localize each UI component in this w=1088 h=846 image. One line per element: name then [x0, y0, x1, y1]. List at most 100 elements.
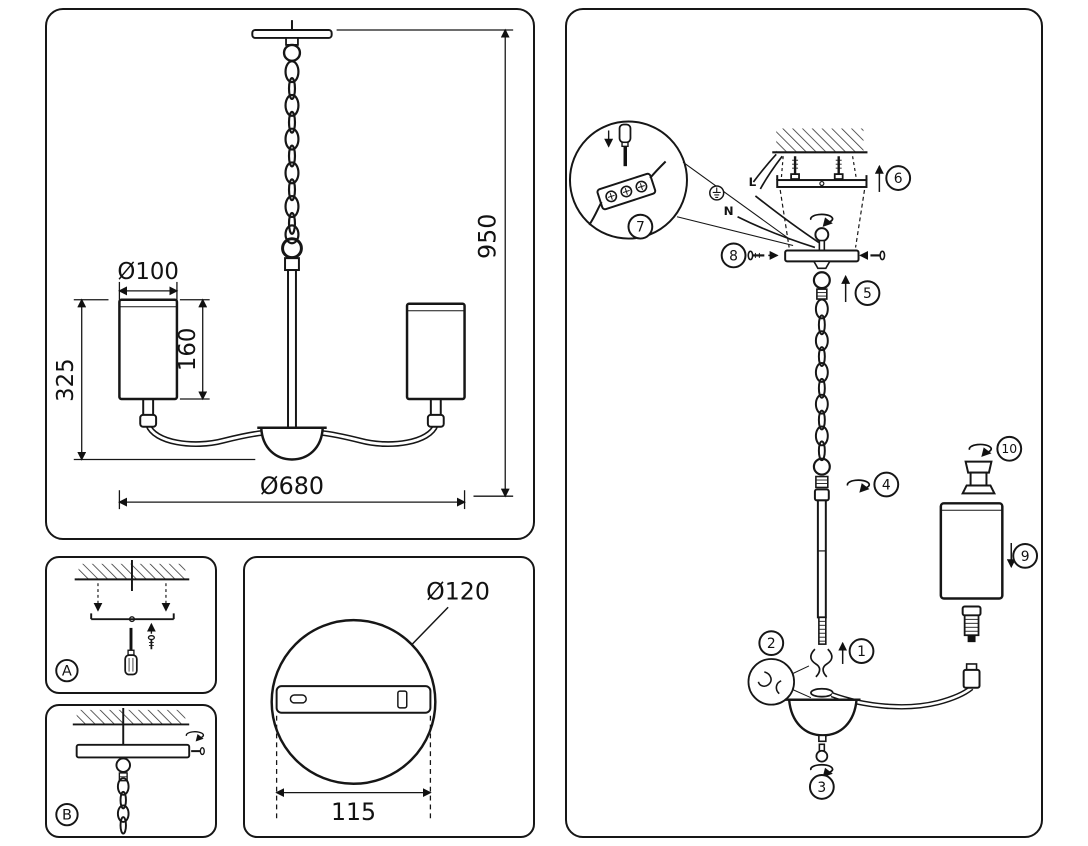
detail-leader-2 — [792, 689, 812, 699]
mounting-step-b-panel: B — [45, 704, 217, 838]
step-5-badge — [854, 280, 881, 306]
rotate-icon-canopy — [809, 213, 834, 228]
arm-candle-cup — [962, 668, 981, 689]
callout-leader-top — [682, 161, 791, 240]
dim-shade-height-label: 160 — [175, 328, 201, 372]
step-a-drawing: A — [55, 559, 190, 683]
step-badges — [627, 165, 1039, 800]
step-7-badge — [627, 213, 654, 240]
step-3-label: 3 — [817, 780, 826, 796]
step-1-label: 1 — [857, 644, 866, 660]
chandelier-fixture — [118, 20, 466, 461]
lamp-socket — [961, 605, 982, 643]
canopy-top-view-drawing: Ø120 115 — [270, 577, 490, 826]
step-8-badge — [720, 242, 747, 269]
suspension-ring — [281, 237, 303, 260]
callout-wire-left — [588, 201, 603, 226]
left-shade — [118, 298, 179, 401]
bolt-guide-right — [852, 156, 858, 181]
step-6-badge — [885, 165, 912, 191]
bar-right-slot — [397, 690, 408, 709]
ceiling-hatch — [76, 709, 186, 725]
canopy-loop — [814, 227, 830, 243]
step-9-badge — [1012, 542, 1039, 569]
canopy-view-panel: Ø120 115 — [243, 556, 535, 838]
bowl-stub — [818, 734, 827, 743]
mains-cable-1 — [752, 153, 777, 183]
lamp-shade — [939, 502, 1004, 600]
step-10-label: 10 — [1001, 441, 1017, 456]
dimensions-panel: Ø100 160 325 950 Ø680 — [45, 8, 535, 540]
fixture-wire-2 — [754, 195, 820, 244]
loop-stem — [818, 239, 826, 252]
rotate-icon-rod — [846, 479, 871, 493]
dim-bar-width-label: 115 — [331, 798, 376, 826]
right-shade — [405, 302, 466, 401]
step-a-badge — [55, 658, 79, 683]
assembly-panel: 1 2 3 4 5 6 7 8 9 10 L N — [565, 8, 1043, 838]
canopy-screw-right — [859, 250, 886, 261]
step-8-label: 8 — [729, 248, 738, 264]
dim-overall-height-label: 950 — [473, 214, 501, 259]
top-ring — [282, 43, 302, 62]
step-9-label: 9 — [1021, 549, 1030, 565]
terminal-block — [588, 160, 667, 226]
callout-leader-bottom — [676, 216, 794, 247]
exploded-assembly-drawing: 1 2 3 4 5 6 7 8 9 10 L N — [568, 120, 1039, 800]
step-2-label: 2 — [767, 636, 776, 652]
canopy-guide-right — [854, 189, 866, 248]
threaded-stem — [818, 616, 827, 645]
right-candle-cup — [426, 413, 445, 428]
arm-hub-ring — [810, 687, 834, 698]
center-rod — [287, 269, 297, 430]
shade-gallery — [961, 460, 996, 495]
ceiling-plate — [251, 29, 333, 39]
chandelier-dimension-drawing: Ø100 160 325 950 Ø680 — [53, 20, 514, 510]
screw-icon — [147, 622, 156, 650]
left-candle-cup — [139, 413, 158, 428]
bracket-hole — [128, 616, 135, 623]
detail-wire — [775, 680, 782, 695]
rod-collar — [284, 257, 300, 272]
center-rod — [816, 499, 827, 619]
step-b-badge — [55, 803, 79, 827]
neutral-wire-label: N — [724, 204, 734, 218]
step-10-badge — [996, 435, 1023, 462]
fixture-wire-1 — [737, 215, 816, 249]
step-6-label: 6 — [894, 171, 903, 187]
hanger-loop — [812, 271, 831, 290]
step-7-label: 7 — [636, 220, 645, 236]
diameter-leader-line — [411, 606, 449, 646]
detail-leader-1 — [791, 665, 810, 675]
bracket-tabs — [776, 175, 868, 181]
dim-body-height-label: 325 — [53, 358, 79, 402]
ceiling-hatch — [776, 128, 864, 153]
hanging-chain — [284, 60, 300, 245]
callout-screwdriver-icon — [604, 123, 632, 167]
right-arm-highlight — [831, 686, 973, 709]
step-b-drawing: B — [55, 707, 205, 835]
canopy-loop — [115, 757, 131, 773]
callout-wire-right — [649, 160, 667, 179]
detail-hook — [757, 671, 772, 687]
anchor-bolt-right — [833, 156, 844, 180]
center-bowl — [259, 426, 325, 461]
step-2-badge — [758, 630, 785, 657]
dimension-lines — [73, 28, 514, 510]
bowl-wire-1 — [810, 648, 821, 678]
step-1-badge — [848, 638, 875, 664]
chain-end-ring — [812, 457, 831, 476]
dim-shade-diameter-label: Ø100 — [117, 259, 178, 285]
mounting-step-a-panel: A — [45, 556, 217, 694]
screwdriver-icon — [124, 627, 138, 676]
step-5-label: 5 — [863, 286, 872, 302]
mount-bracket — [90, 613, 175, 621]
chain-links — [814, 298, 829, 462]
bracket-hole — [819, 180, 825, 187]
chain-links — [116, 777, 130, 835]
canopy-plate — [784, 249, 860, 263]
rod-collar — [813, 488, 830, 502]
dim-canopy-diameter-label: Ø120 — [426, 577, 490, 605]
center-bowl — [787, 698, 858, 737]
